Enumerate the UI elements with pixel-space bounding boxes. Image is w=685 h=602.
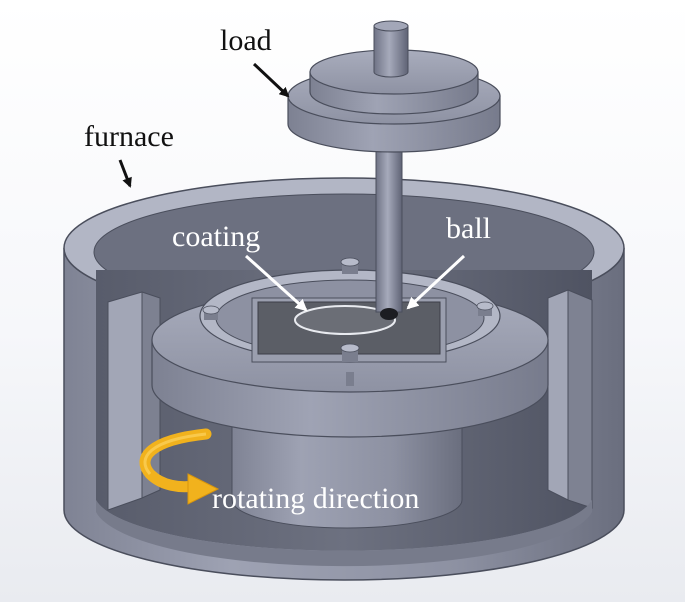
load-weight — [287, 20, 501, 153]
rotating-direction-arrow — [139, 428, 220, 505]
bolt-front — [340, 343, 360, 386]
load-arrow — [252, 62, 290, 98]
label-coating: coating — [172, 220, 261, 253]
bolt-back — [340, 257, 360, 274]
label-furnace: furnace — [84, 120, 174, 153]
label-load: load — [220, 24, 272, 57]
bolt-left — [202, 305, 220, 320]
coating-disk — [294, 305, 396, 335]
coating-arrow — [244, 254, 308, 312]
ball — [380, 308, 398, 320]
label-ball: ball — [446, 212, 491, 245]
bolt-right — [476, 301, 494, 316]
furnace-arrow — [118, 159, 132, 188]
callout-arrows — [118, 62, 466, 312]
label-rotating-direction: rotating direction — [212, 482, 420, 515]
ball-arrow — [406, 254, 466, 310]
ring-bolts — [202, 257, 494, 386]
